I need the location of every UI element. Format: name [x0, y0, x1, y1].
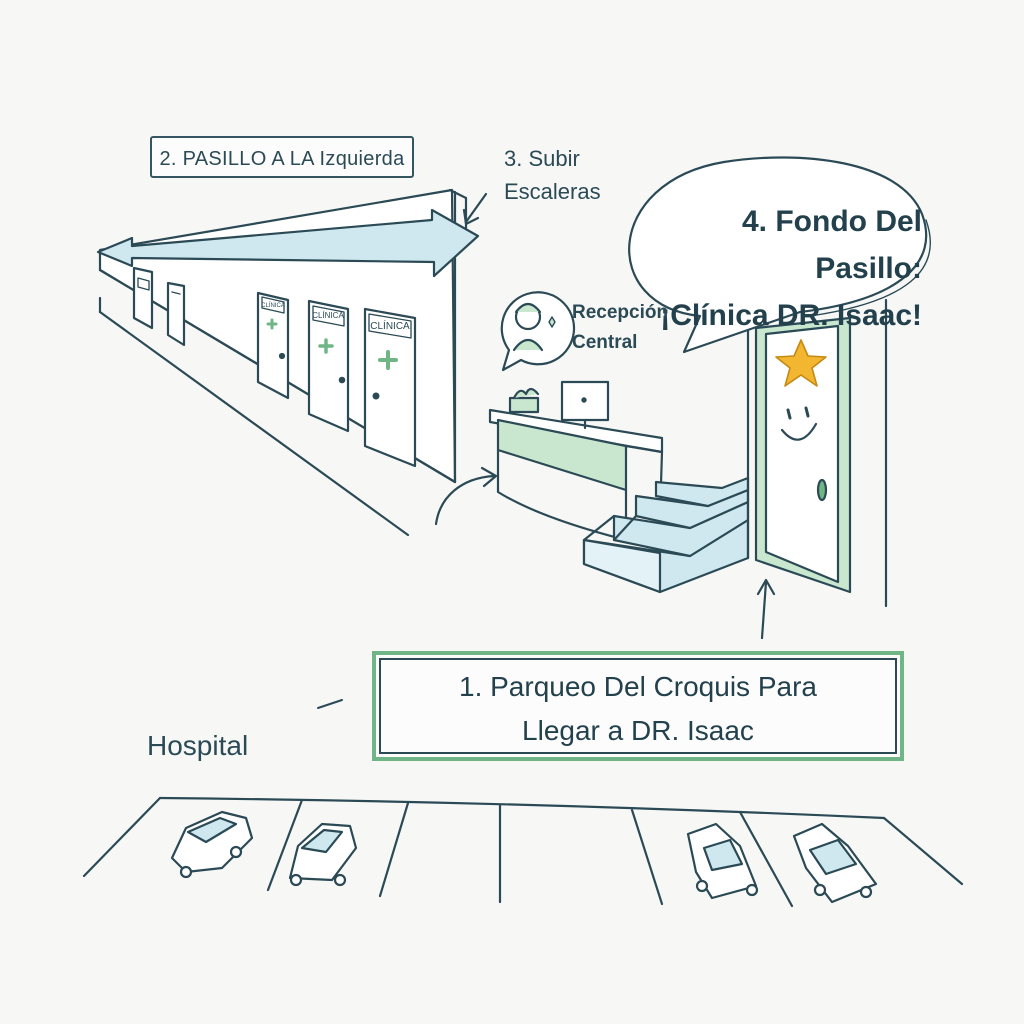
step3-label: 3. Subir Escaleras: [504, 142, 601, 208]
reception-line2: Central: [572, 332, 638, 353]
dr-isaac-door[interactable]: [754, 316, 852, 594]
reception-label: Recepción Central: [572, 298, 668, 358]
step1-label: 1. Parqueo Del Croquis Para Llegar a DR.…: [372, 651, 904, 761]
clinic-door-1: [256, 291, 290, 400]
arrow-to-reception: [434, 474, 496, 526]
arrow-to-stairs: [464, 192, 488, 224]
car-4: [792, 822, 878, 904]
step3-line2: Escaleras: [504, 179, 601, 204]
step1-line1: 1. Parqueo Del Croquis Para: [459, 671, 817, 702]
step3-line1: 3. Subir: [504, 146, 580, 171]
star-icon: [775, 339, 827, 387]
clinic-door-2: [307, 299, 350, 433]
car-1: [170, 810, 254, 879]
plant-icon: [508, 387, 540, 414]
corridor-arrow: [96, 208, 480, 278]
reception-desk: [488, 380, 664, 542]
step4-label: 4. Fondo Del Pasillo: ¡Clínica DR. Isaac…: [640, 198, 922, 339]
step4-line2: ¡Clínica DR. Isaac!: [660, 299, 922, 332]
clinic-door-sign: CLÍNICA: [312, 311, 344, 320]
step2-label: 2. PASILLO A LA Izquierda: [150, 136, 414, 178]
far-door-1: [132, 266, 154, 330]
reception-line1: Recepción: [572, 302, 669, 323]
hospital-label: Hospital: [147, 730, 249, 761]
stairs: [582, 476, 750, 594]
corridor-floor-line: [98, 310, 410, 537]
step4-line1: 4. Fondo Del Pasillo:: [742, 205, 922, 285]
door-handle: [816, 478, 828, 502]
parking-lot: [82, 796, 964, 908]
car-3: [686, 822, 759, 900]
clinic-wall: [746, 298, 888, 608]
clinic-door-3: [363, 307, 417, 468]
smiley-face-icon: [780, 406, 818, 441]
car-2: [288, 822, 358, 887]
step1-line2: Llegar a DR. Isaac: [522, 715, 754, 746]
receptionist-icon: [500, 291, 576, 372]
arrow-from-parking: [760, 580, 768, 640]
clinic-door-sign: CLÍNICA: [370, 319, 410, 332]
far-door-2: [166, 281, 186, 347]
speech-bubble: [628, 156, 928, 354]
clinic-door-sign: CLÍNICA: [261, 302, 285, 309]
